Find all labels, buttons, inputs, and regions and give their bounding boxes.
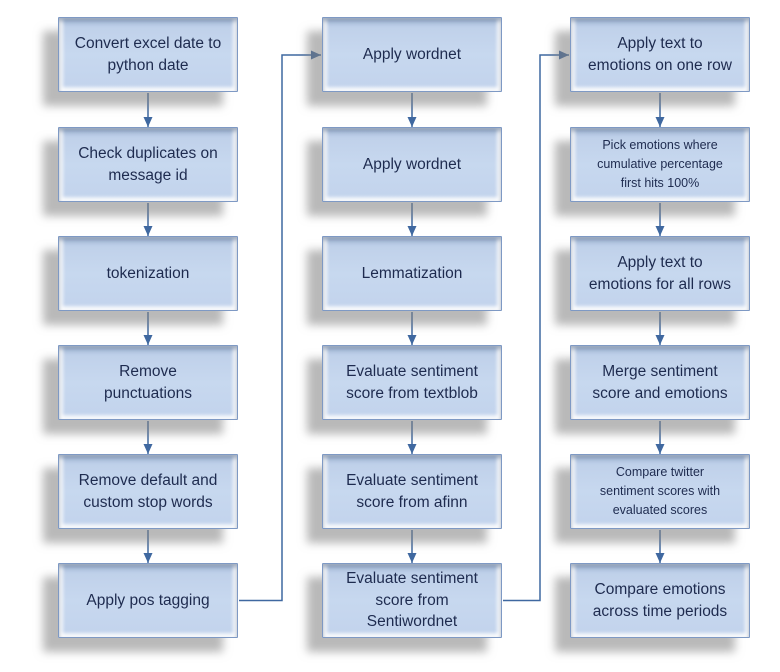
node-label: Remove default and custom stop words bbox=[78, 472, 218, 511]
column2-to-column3-connector bbox=[503, 50, 569, 602]
node-apply-wordnet-2: Apply wordnet bbox=[322, 127, 502, 202]
node-label: Lemmatization bbox=[361, 264, 463, 282]
node-label: Evaluate sentiment score from afinn bbox=[346, 472, 478, 511]
node-apply-pos-tagging: Apply pos tagging bbox=[58, 563, 238, 638]
node-label: Compare emotions across time periods bbox=[592, 581, 728, 620]
node-label: Compare twitter sentiment scores with ev… bbox=[599, 465, 721, 517]
node-tokenization: tokenization bbox=[58, 236, 238, 311]
node-text-to-emotions-one-row: Apply text to emotions on one row bbox=[570, 17, 750, 92]
node-sentiment-textblob: Evaluate sentiment score from textblob bbox=[322, 345, 502, 420]
node-label: Apply wordnet bbox=[362, 155, 462, 173]
node-label: Apply text to emotions for all rows bbox=[588, 254, 732, 293]
node-compare-emotions-time: Compare emotions across time periods bbox=[570, 563, 750, 638]
node-remove-punctuations: Remove punctuations bbox=[58, 345, 238, 420]
node-sentiment-sentiwordnet: Evaluate sentiment score from Sentiwordn… bbox=[322, 563, 502, 638]
node-label: Check duplicates on message id bbox=[78, 145, 218, 184]
node-check-duplicates: Check duplicates on message id bbox=[58, 127, 238, 202]
node-remove-stop-words: Remove default and custom stop words bbox=[58, 454, 238, 529]
node-label: Convert excel date to python date bbox=[74, 35, 222, 74]
node-apply-wordnet-1: Apply wordnet bbox=[322, 17, 502, 92]
node-label: tokenization bbox=[106, 264, 190, 282]
column1-to-column2-connector bbox=[239, 50, 321, 602]
node-text-to-emotions-all-rows: Apply text to emotions for all rows bbox=[570, 236, 750, 311]
node-label: Evaluate sentiment score from textblob bbox=[346, 363, 478, 402]
node-compare-twitter-scores: Compare twitter sentiment scores with ev… bbox=[570, 454, 750, 529]
node-pick-emotions-cumulative: Pick emotions where cumulative percentag… bbox=[570, 127, 750, 202]
node-lemmatization: Lemmatization bbox=[322, 236, 502, 311]
node-label: Evaluate sentiment score from Sentiwordn… bbox=[346, 570, 478, 631]
node-label: Apply pos tagging bbox=[86, 591, 210, 609]
node-sentiment-afinn: Evaluate sentiment score from afinn bbox=[322, 454, 502, 529]
node-label: Remove punctuations bbox=[104, 363, 192, 402]
node-merge-sentiment-emotions: Merge sentiment score and emotions bbox=[570, 345, 750, 420]
node-label: Apply text to emotions on one row bbox=[588, 35, 732, 74]
node-convert-excel-date: Convert excel date to python date bbox=[58, 17, 238, 92]
node-label: Pick emotions where cumulative percentag… bbox=[597, 138, 723, 190]
node-label: Apply wordnet bbox=[362, 45, 462, 63]
node-label: Merge sentiment score and emotions bbox=[592, 363, 728, 402]
